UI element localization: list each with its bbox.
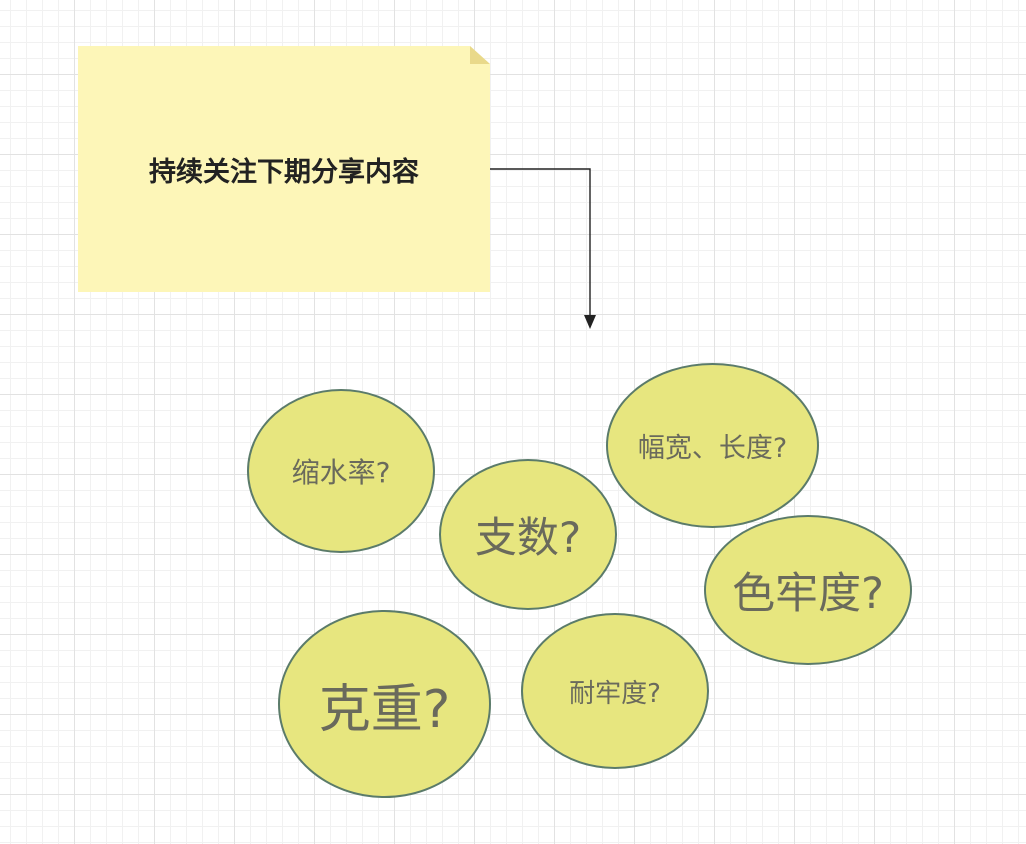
bubble-yarn-count-label: 支数? (474, 513, 582, 562)
bubble-durability-label: 耐牢度? (569, 678, 661, 709)
bubble-colorfastness-label: 色牢度? (732, 569, 884, 619)
bubble-weight-label: 克重? (318, 679, 451, 740)
bubble-width-length-label: 幅宽、长度? (637, 433, 788, 464)
sticky-note-text: 持续关注下期分享内容 (149, 157, 419, 188)
bubble-durability[interactable]: 耐牢度? (521, 613, 709, 769)
bubble-yarn-count[interactable]: 支数? (439, 459, 617, 610)
bubble-shrinkage[interactable]: 缩水率? (247, 389, 435, 553)
bubble-colorfastness[interactable]: 色牢度? (704, 515, 912, 665)
bubble-width-length[interactable]: 幅宽、长度? (606, 363, 819, 528)
sticky-note[interactable]: 持续关注下期分享内容 (78, 46, 490, 292)
bubble-shrinkage-label: 缩水率? (291, 456, 391, 489)
bubble-weight[interactable]: 克重? (278, 610, 491, 798)
sticky-note-shape (78, 46, 490, 292)
